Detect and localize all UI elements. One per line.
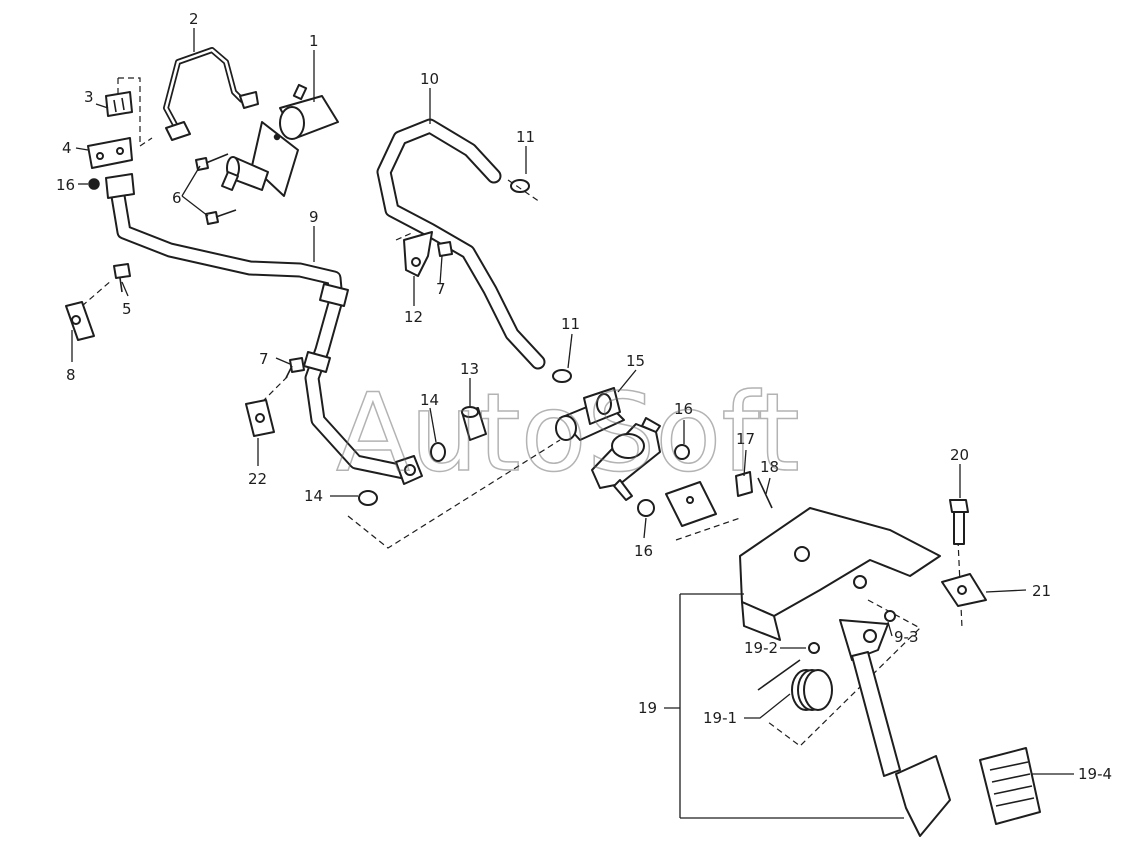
- callout-19: 19: [638, 699, 657, 717]
- callout-17: 17: [736, 430, 755, 448]
- hose-bracket: [395, 231, 453, 277]
- callout-13: 13: [460, 360, 479, 378]
- callout-11-lower: 11: [561, 315, 580, 333]
- callout-6: 6: [172, 189, 182, 207]
- pedal-bolt: [949, 499, 969, 545]
- callout-18: 18: [760, 458, 779, 476]
- callout-leaders: [71, 28, 1074, 819]
- hose-clamp-upper: [507, 179, 541, 203]
- callout-12: 12: [404, 308, 423, 326]
- callout-9-3: 9-3: [894, 628, 919, 646]
- flange-nuts: [637, 444, 690, 517]
- bolts: [195, 153, 237, 225]
- return-spring: [757, 659, 833, 711]
- hose-fitting: [358, 406, 487, 506]
- callout-labels: 1 2 3 4 16 6 5 8 9 10 11 12 7 11 7 13 14…: [56, 10, 1112, 783]
- pedal-fasteners: [808, 610, 896, 654]
- clutch-hose: [105, 173, 423, 485]
- callout-7-top: 7: [436, 280, 446, 298]
- slave-cylinder: [221, 83, 339, 197]
- callout-15: 15: [626, 352, 645, 370]
- clip: [105, 91, 133, 117]
- bracket-plate: [87, 137, 133, 169]
- callout-10: 10: [420, 70, 439, 88]
- callout-14-lower: 14: [304, 487, 323, 505]
- nut-plate: [941, 573, 987, 607]
- clutch-pipe: [163, 47, 259, 141]
- callout-16-lower: 16: [634, 542, 653, 560]
- watermark: AutoSoft: [336, 371, 800, 496]
- callout-21: 21: [1032, 582, 1051, 600]
- callout-16-top: 16: [56, 176, 75, 194]
- pedal-assembly: [739, 507, 951, 837]
- callout-2: 2: [189, 10, 199, 28]
- nut: [88, 178, 100, 190]
- callout-19-1: 19-1: [703, 709, 737, 727]
- callout-16-right: 16: [674, 400, 693, 418]
- callout-1: 1: [309, 32, 319, 50]
- bolt-and-clamp-lower: [245, 357, 305, 437]
- callout-7-left: 7: [259, 350, 269, 368]
- callout-4: 4: [62, 139, 72, 157]
- callout-5: 5: [122, 300, 132, 318]
- hose-clamp-lower: [552, 369, 572, 383]
- master-cylinder: [555, 387, 661, 501]
- bolt-and-clamp: [65, 263, 131, 341]
- pedal-pad: [979, 747, 1041, 825]
- callout-14-top: 14: [420, 391, 439, 409]
- callout-8: 8: [66, 366, 76, 384]
- reservoir-hose: [376, 118, 546, 370]
- callout-22: 22: [248, 470, 267, 488]
- callout-19-4: 19-4: [1078, 765, 1112, 783]
- callout-3: 3: [84, 88, 94, 106]
- clevis-and-pin: [665, 471, 773, 527]
- callout-19-2: 19-2: [744, 639, 778, 657]
- callout-11-top: 11: [516, 128, 535, 146]
- callout-20: 20: [950, 446, 969, 464]
- callout-9: 9: [309, 208, 319, 226]
